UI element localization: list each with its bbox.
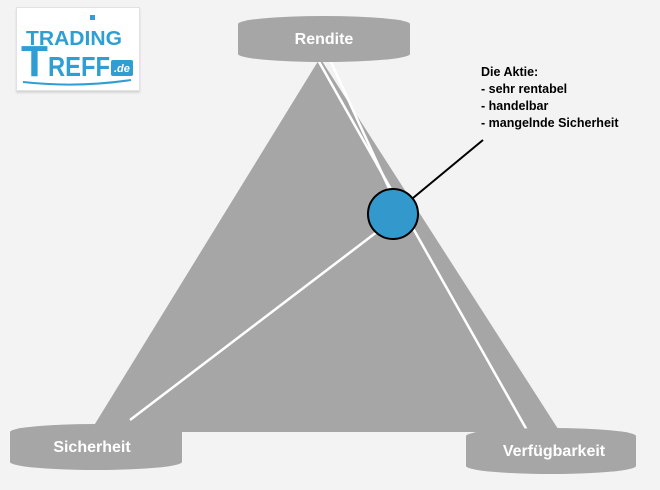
node-rendite: Rendite xyxy=(238,16,410,62)
node-verfuegbarkeit-label: Verfügbarkeit xyxy=(503,443,606,460)
line-left-to-marker xyxy=(129,221,391,421)
node-rendite-label: Rendite xyxy=(295,31,354,48)
annotation-title: Die Aktie: xyxy=(481,65,539,79)
triangle-shape xyxy=(90,58,560,432)
node-sicherheit: Sicherheit xyxy=(10,424,182,470)
annotation-item: - sehr rentabel xyxy=(481,82,568,96)
position-marker xyxy=(367,188,419,240)
annotation-item: - handelbar xyxy=(481,99,549,113)
logo-line1: TRADING xyxy=(26,28,122,50)
line-top-to-right xyxy=(316,59,530,433)
annotation-text: Die Aktie: - sehr rentabel - handelbar -… xyxy=(481,64,619,132)
logo-big-t: T xyxy=(21,37,48,86)
line-top-to-marker xyxy=(328,59,400,209)
logo-line2: REFF xyxy=(48,51,110,82)
logo-suffix: .de xyxy=(114,63,130,75)
annotation-item: - mangelnde Sicherheit xyxy=(481,116,619,130)
node-sicherheit-label: Sicherheit xyxy=(53,439,131,456)
annotation-pointer-line xyxy=(412,139,484,199)
node-verfuegbarkeit: Verfügbarkeit xyxy=(466,428,636,474)
trading-treff-logo: TRADING T REFF .de xyxy=(16,7,140,91)
logo-graphic: TRADING T REFF .de xyxy=(21,15,133,86)
